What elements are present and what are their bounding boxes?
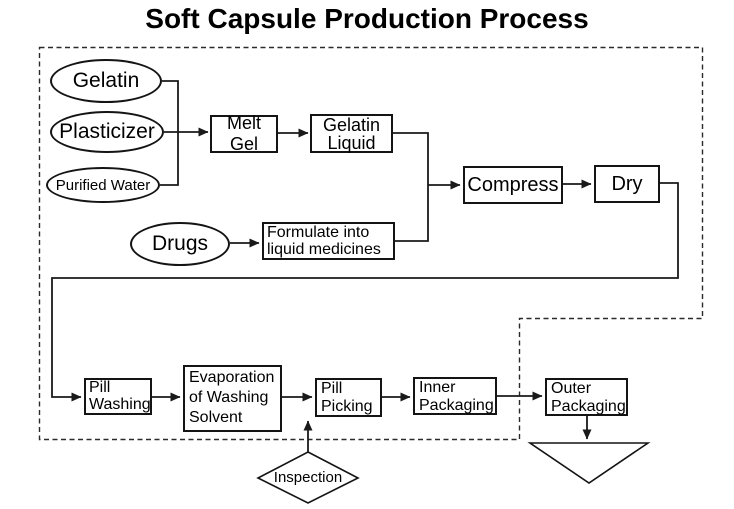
node-evaporation: Evaporation of Washing Solvent [183, 365, 282, 432]
node-compress: Compress [463, 166, 563, 204]
node-inspection-label: Inspection [273, 469, 343, 486]
node-formulate: Formulate into liquid medicines [262, 222, 395, 260]
diagram-title: Soft Capsule Production Process [145, 3, 589, 34]
edge-dry-pillwashing [51, 182, 679, 402]
node-pill-picking: Pill Picking [315, 378, 382, 417]
node-melt-gel: Melt Gel [210, 113, 278, 154]
node-outer-packaging: Outer Packaging [545, 378, 628, 416]
node-purified-water: Purified Water [46, 167, 160, 203]
node-dry: Dry [594, 165, 660, 203]
edge-ingredients-bus [160, 80, 179, 186]
node-pill-washing: Pill Washing [84, 378, 152, 415]
node-inner-packaging: Inner Packaging [413, 377, 497, 415]
node-gelatin: Gelatin [50, 59, 162, 103]
edge-junction-bus [393, 132, 429, 242]
node-gelatin-liquid: Gelatin Liquid [310, 114, 393, 153]
node-drugs: Drugs [130, 222, 230, 266]
inspection-diamond-shape [256, 451, 360, 504]
end-triangle-shape [527, 442, 651, 484]
process-boundary-dashed [38, 46, 704, 441]
node-plasticizer: Plasticizer [50, 111, 164, 153]
